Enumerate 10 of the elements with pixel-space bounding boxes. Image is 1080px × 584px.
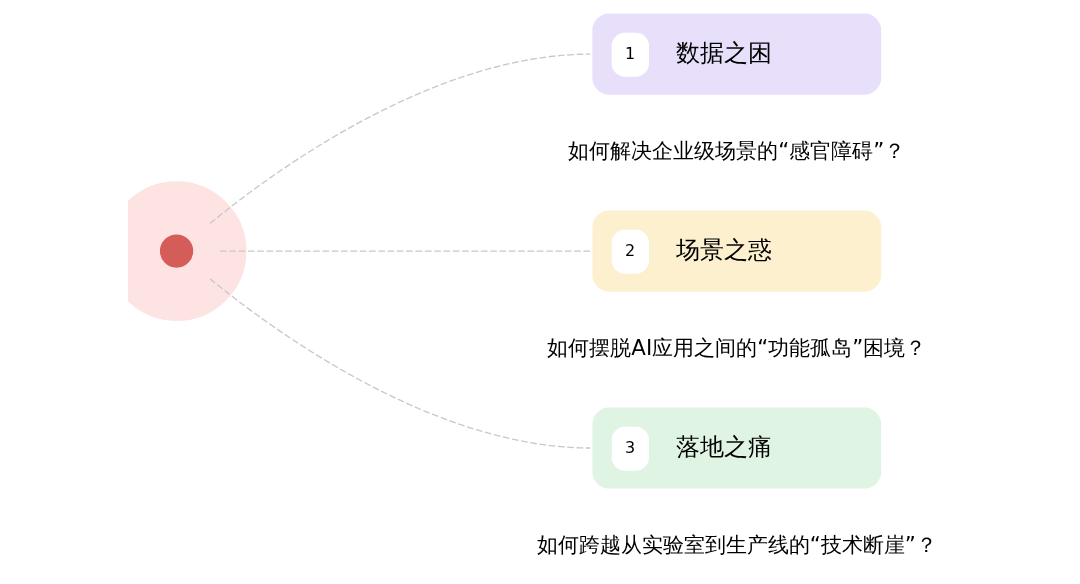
node-label: 如何跨越从实验室到生产线的“技术断崖”？ [536,531,937,557]
connector [208,53,591,224]
node-circle [127,181,246,321]
connector [218,250,591,252]
node-box: 2 场景之惑 [591,210,881,292]
node-box: 3 落地之痛 [591,407,881,489]
node-label: 如何摆脱AI应用之间的“功能孤岛”困境？ [546,334,926,360]
node-box: 1 数据之困 [591,13,881,95]
node-label: 如何解决企业级场景的“感官障碍”？ [567,137,905,163]
connector [208,278,591,449]
